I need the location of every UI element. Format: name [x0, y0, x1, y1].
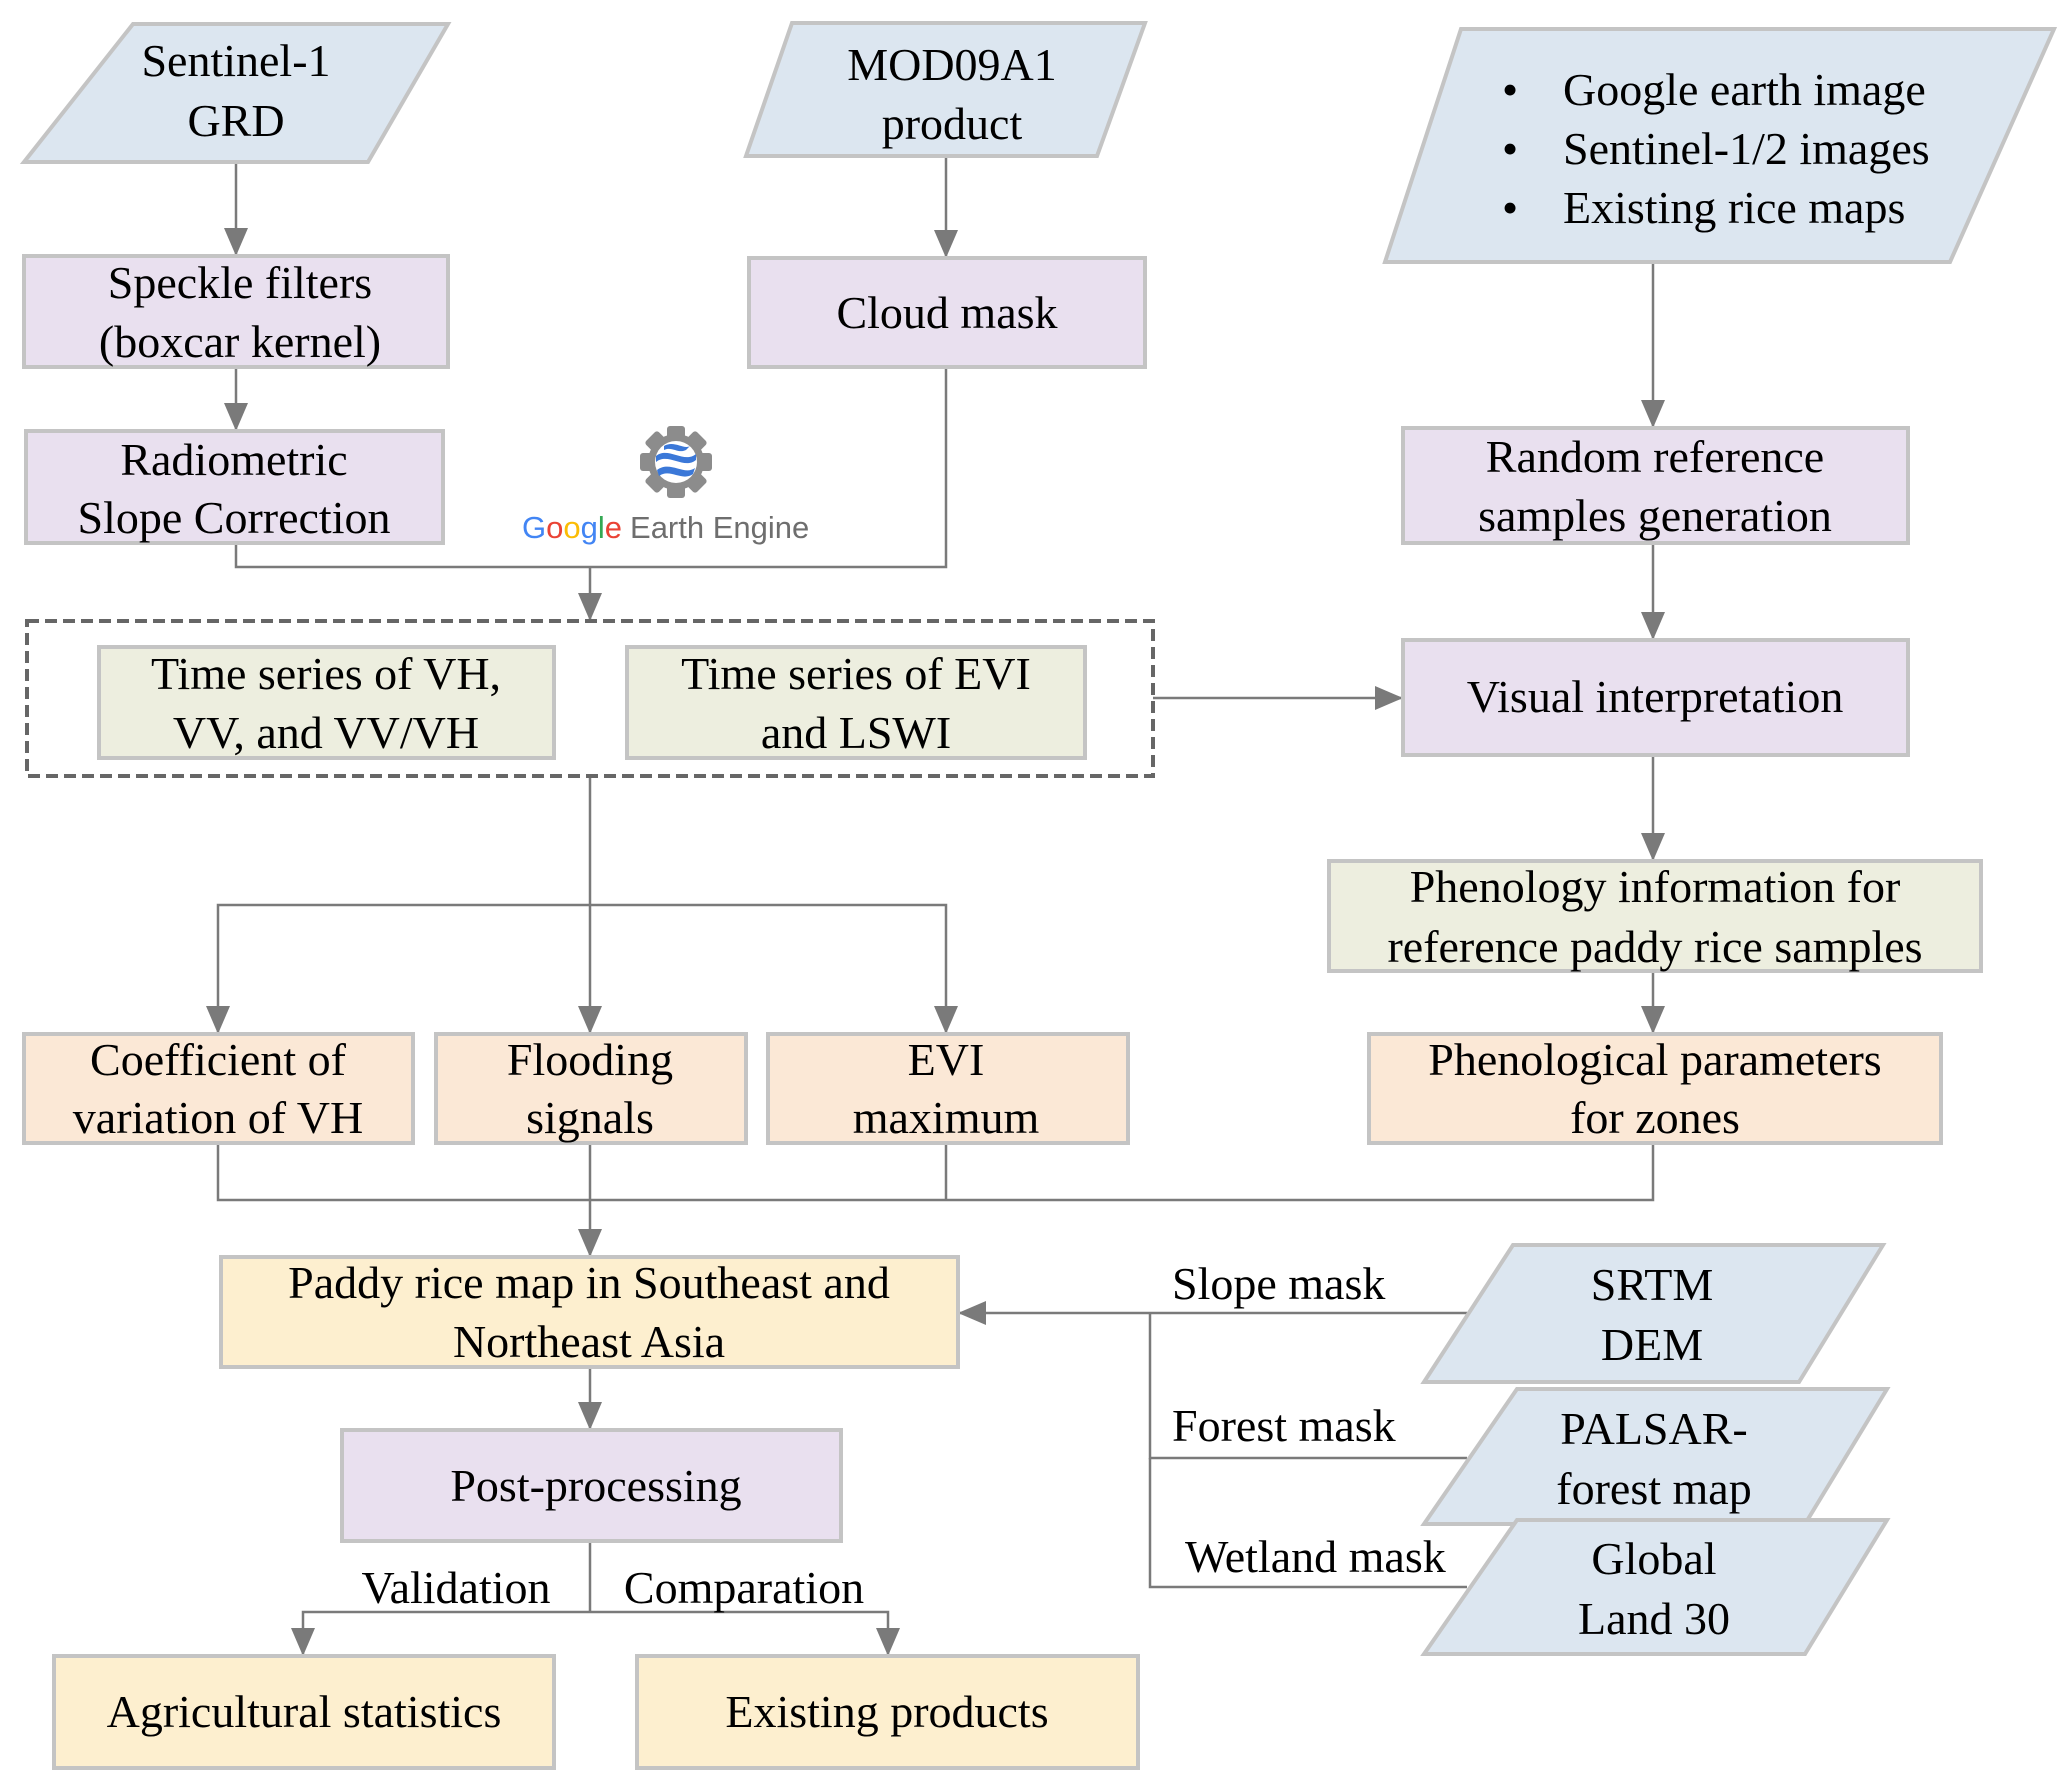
node-label: Phenological parameters: [1428, 1034, 1881, 1085]
node-label: product: [882, 98, 1023, 149]
list-item: Sentinel-1/2 images: [1563, 123, 1930, 174]
node-flooding-signals[interactable]: Flooding signals: [434, 1032, 748, 1145]
wetland-mask-label: Wetland mask: [1185, 1531, 1446, 1582]
google-letter: g: [581, 510, 598, 545]
node-speckle-filters[interactable]: Speckle filters (boxcar kernel): [22, 254, 450, 369]
node-label: Global: [1591, 1533, 1716, 1584]
node-label: Radiometric: [120, 434, 347, 485]
node-label: Time series of EVI: [681, 648, 1031, 699]
node-label: maximum: [853, 1092, 1040, 1143]
list-item: Google earth image: [1563, 64, 1926, 115]
node-label: VV, and VV/VH: [173, 707, 479, 758]
google-letter: e: [605, 510, 622, 545]
node-srtm-dem[interactable]: SRTM DEM: [1420, 1243, 1887, 1384]
node-post-processing[interactable]: Post-processing: [340, 1428, 843, 1543]
node-label: Speckle filters: [108, 257, 372, 308]
node-label: Cloud mask: [836, 287, 1057, 338]
node-label: signals: [526, 1092, 654, 1143]
node-label: Sentinel-1: [141, 35, 330, 86]
google-letter: o: [563, 510, 580, 545]
edge-cloud-to-merge: [590, 367, 948, 569]
list-item: Existing rice maps: [1563, 182, 1905, 233]
node-label: samples generation: [1478, 490, 1832, 541]
node-label: Coefficient of: [90, 1034, 347, 1085]
node-label: Paddy rice map in Southeast and: [288, 1257, 890, 1308]
edges: [206, 156, 1665, 1656]
node-phenology-info[interactable]: Phenology information for reference padd…: [1327, 859, 1983, 973]
node-mod09a1[interactable]: MOD09A1 product: [743, 21, 1148, 158]
node-label: Flooding: [507, 1034, 673, 1085]
bullet-icon: •: [1502, 64, 1518, 115]
node-label: reference paddy rice samples: [1387, 921, 1922, 972]
node-evi-maximum[interactable]: EVI maximum: [766, 1032, 1130, 1145]
node-label: GRD: [187, 95, 284, 146]
google-letter: l: [598, 510, 605, 545]
node-label: Land 30: [1578, 1593, 1730, 1644]
edge-to-agri: [291, 1610, 590, 1656]
google-letter: G: [522, 510, 546, 545]
node-label: SRTM: [1591, 1259, 1714, 1310]
edge-to-evimax: [590, 903, 958, 1034]
node-label: Agricultural statistics: [107, 1686, 502, 1737]
node-phenological-parameters[interactable]: Phenological parameters for zones: [1367, 1032, 1943, 1145]
node-globeland30[interactable]: Global Land 30: [1420, 1518, 1891, 1656]
node-label: Existing products: [725, 1686, 1048, 1737]
bullet-icon: •: [1502, 123, 1518, 174]
node-label: for zones: [1570, 1092, 1740, 1143]
node-random-reference[interactable]: Random reference samples generation: [1401, 426, 1910, 545]
forest-mask-label: Forest mask: [1172, 1400, 1396, 1451]
node-agricultural-statistics[interactable]: Agricultural statistics: [52, 1654, 556, 1770]
edge-to-coefvar: [206, 903, 590, 1034]
node-label: forest map: [1556, 1463, 1751, 1514]
node-label: DEM: [1601, 1319, 1703, 1370]
node-sentinel1[interactable]: Sentinel-1 GRD: [19, 22, 452, 164]
node-label: and LSWI: [761, 707, 951, 758]
edge-wetland-mask: [1148, 1458, 1467, 1589]
comparation-label: Comparation: [624, 1562, 864, 1613]
node-visual-interpretation[interactable]: Visual interpretation: [1401, 638, 1910, 757]
node-radiometric[interactable]: Radiometric Slope Correction: [24, 429, 445, 545]
node-label: (boxcar kernel): [99, 316, 381, 367]
node-label: variation of VH: [73, 1092, 363, 1143]
timeseries-group: [25, 619, 1155, 778]
edge-radiometric-to-merge: [234, 543, 590, 569]
edge-to-existing: [590, 1610, 900, 1656]
bullet-icon: •: [1502, 182, 1518, 233]
node-label: Slope Correction: [78, 492, 391, 543]
node-label: PALSAR-: [1560, 1403, 1747, 1454]
node-existing-products[interactable]: Existing products: [635, 1654, 1140, 1770]
node-coefficient-variation[interactable]: Coefficient of variation of VH: [22, 1032, 415, 1145]
node-label: Phenology information for: [1410, 861, 1901, 912]
node-timeseries-optical[interactable]: Time series of EVI and LSWI: [625, 645, 1087, 760]
edge-features-collect: [216, 1143, 1655, 1202]
node-label: Northeast Asia: [453, 1316, 725, 1367]
node-label: Time series of VH,: [151, 648, 501, 699]
slope-mask-label: Slope mask: [1172, 1258, 1385, 1309]
gee-gear-icon: [640, 426, 712, 498]
google-letter: o: [546, 510, 563, 545]
node-label: MOD09A1: [847, 39, 1057, 90]
node-paddy-rice-map[interactable]: Paddy rice map in Southeast and Northeas…: [219, 1255, 960, 1369]
node-timeseries-sar[interactable]: Time series of VH, VV, and VV/VH: [97, 645, 556, 760]
node-reference-sources[interactable]: • • • Google earth image Sentinel-1/2 im…: [1382, 27, 2058, 264]
node-label: Post-processing: [450, 1460, 741, 1511]
node-label: Visual interpretation: [1467, 671, 1844, 722]
validation-label: Validation: [361, 1562, 550, 1613]
gee-product-name: Earth Engine: [630, 510, 809, 545]
node-palsar-forest-map[interactable]: PALSAR- forest map: [1420, 1387, 1891, 1526]
node-cloud-mask[interactable]: Cloud mask: [747, 256, 1147, 369]
node-label: EVI: [908, 1034, 985, 1085]
node-label: Random reference: [1486, 431, 1824, 482]
